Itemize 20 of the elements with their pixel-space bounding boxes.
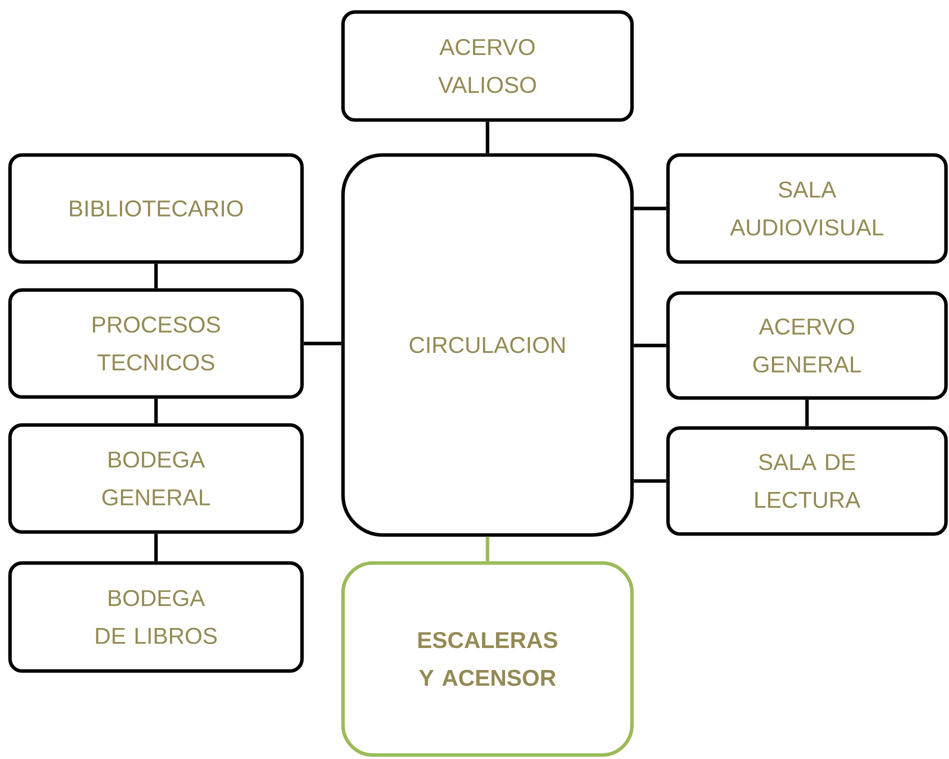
process-box: SALA AUDIOVISUAL	[666, 153, 948, 264]
process-box: ESCALERAS Y ACENSOR	[341, 561, 634, 757]
process-box: BODEGA GENERAL	[8, 423, 304, 534]
connector-line	[154, 398, 158, 424]
process-box: ACERVO VALIOSO	[341, 10, 634, 122]
connector-line	[486, 122, 490, 154]
connector-line	[154, 264, 158, 288]
connector-line	[304, 342, 342, 346]
connector-line	[634, 479, 666, 483]
process-box: ACERVO GENERAL	[666, 291, 948, 400]
process-box: SALA DE LECTURA	[666, 426, 948, 536]
process-box: PROCESOS TECNICOS	[8, 288, 304, 399]
connector-line	[805, 400, 809, 426]
connector-line	[634, 344, 666, 348]
process-box: BODEGA DE LIBROS	[8, 561, 304, 673]
connector-line	[486, 536, 490, 562]
connector-line	[154, 534, 158, 562]
process-box: BIBLIOTECARIO	[8, 153, 304, 264]
connector-line	[634, 206, 666, 210]
process-box: CIRCULACION	[341, 153, 634, 537]
